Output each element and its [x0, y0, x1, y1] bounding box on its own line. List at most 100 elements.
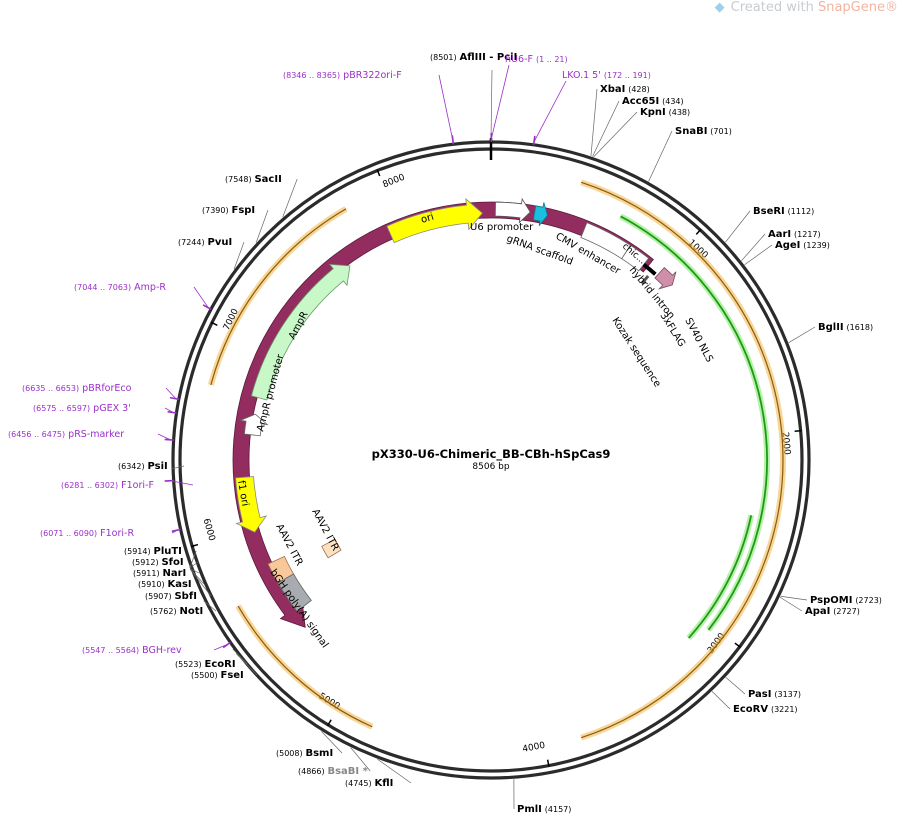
site-name: KasI — [167, 579, 191, 590]
primer-range: (6635 .. 6653) — [22, 384, 79, 393]
site-label-nari: (5911) NarI — [133, 568, 186, 579]
site-position: (434) — [662, 97, 684, 106]
site-position: (6342) — [118, 462, 145, 471]
site-label-sfoi: (5912) SfoI — [132, 557, 184, 568]
site-name: PasI — [748, 689, 771, 700]
site-label-pluti: (5914) PluTI — [124, 546, 182, 557]
site-position: (5523) — [175, 660, 202, 669]
site-label-bsabi: (4866) BsaBI * — [298, 766, 369, 777]
site-name: PsiI — [147, 461, 167, 472]
site-position: (7548) — [225, 175, 252, 184]
site-leader — [725, 210, 751, 243]
site-leader — [593, 111, 638, 158]
primer-mark — [164, 438, 174, 441]
site-label-snabi: SnaBI (701) — [675, 126, 732, 137]
primer-label-9: (5547 .. 5564) BGH-rev — [82, 645, 182, 656]
u6-promoter-feature — [494, 197, 531, 224]
primer-label-5: (6575 .. 6597) pGEX 3' — [33, 403, 131, 414]
watermark-suffix: ® — [885, 0, 898, 15]
site-label-fsei: (5500) FseI — [191, 670, 244, 681]
tick-mark-8000 — [376, 169, 381, 177]
site-position: (2723) — [855, 596, 882, 605]
site-position: (3137) — [774, 690, 801, 699]
tick-mark-5000 — [326, 719, 332, 727]
site-leader — [321, 731, 343, 754]
site-position: (3221) — [771, 705, 798, 714]
site-label-bsmi: (5008) BsmI — [276, 748, 333, 759]
site-name: EcoRI — [204, 659, 235, 670]
primer-name: pBR322ori-F — [343, 70, 402, 81]
site-name: FspI — [231, 205, 255, 216]
site-position: (4866) — [298, 767, 325, 776]
site-position: (2727) — [833, 607, 860, 616]
site-name: BsaBI — [327, 766, 359, 777]
site-label-sbfi: (5907) SbfI — [145, 591, 197, 602]
site-label-kfli: (4745) KflI — [345, 778, 393, 789]
site-position: (5914) — [124, 547, 151, 556]
site-label-noti: (5762) NotI — [150, 606, 203, 617]
site-position: (5762) — [150, 607, 177, 616]
site-position: (8501) — [430, 53, 457, 62]
site-position: (1618) — [847, 323, 874, 332]
site-label-sacii: (7548) SacII — [225, 174, 282, 185]
orf-arc-bottom2 — [237, 605, 297, 678]
site-leader — [490, 69, 493, 141]
primer-label-2: (8346 .. 8365) pBR322ori-F — [283, 70, 402, 81]
primer-leader — [490, 64, 510, 140]
site-position: (5912) — [132, 558, 159, 567]
primer-name: Amp-R — [134, 282, 166, 293]
primer-name: LKO.1 5' — [562, 70, 601, 81]
site-leader — [350, 747, 371, 772]
primer-range: (172 .. 191) — [604, 71, 651, 80]
site-position: (428) — [628, 85, 650, 94]
site-name: NotI — [179, 606, 203, 617]
site-extra: * — [359, 766, 368, 777]
primer-name: pBRforEco — [82, 383, 131, 394]
primer-name: hU6-F — [505, 54, 533, 65]
site-position: (5910) — [138, 580, 165, 589]
site-label-acc65i: Acc65I (434) — [622, 96, 684, 107]
site-leader — [203, 600, 217, 612]
watermark-prefix: Created with — [730, 0, 814, 15]
primer-mark — [169, 396, 179, 401]
site-position: (5008) — [276, 749, 303, 758]
site-leader — [590, 88, 598, 157]
primer-mark — [202, 304, 212, 310]
site-position: (5500) — [191, 671, 218, 680]
site-label-pspomi: PspOMI (2723) — [810, 595, 882, 606]
site-leader — [190, 569, 212, 597]
ampr-feature — [250, 263, 351, 401]
primer-leader — [438, 74, 454, 142]
site-name: PspOMI — [810, 595, 852, 606]
tick-mark-4000 — [546, 759, 550, 767]
primer-range: (1 .. 21) — [536, 55, 568, 64]
site-name: KpnI — [640, 107, 666, 118]
site-label-psii: (6342) PsiI — [118, 461, 168, 472]
site-leader — [648, 130, 673, 182]
sv40-nls-label: SV40 NLS — [682, 316, 714, 364]
site-name: AflIII — [459, 52, 485, 63]
primer-range: (6281 .. 6302) — [61, 481, 118, 490]
tick-label-8000: 8000 — [381, 173, 406, 191]
site-leader — [235, 653, 258, 676]
site-position: (1239) — [803, 241, 830, 250]
site-name: EcoRV — [733, 704, 768, 715]
kozak-sequence-label: Kozak sequence — [609, 316, 662, 390]
primer-range: (8346 .. 8365) — [283, 71, 340, 80]
primer-name: pRS-marker — [68, 429, 124, 440]
site-label-bglii: BglII (1618) — [818, 322, 873, 333]
tick-label-4000: 4000 — [522, 741, 547, 755]
site-position: (1217) — [794, 230, 821, 239]
primer-leader — [170, 480, 194, 486]
site-leader — [744, 244, 773, 266]
primer-label-3: (7044 .. 7063) Amp-R — [74, 282, 166, 293]
site-leader — [233, 241, 245, 270]
site-label-xbai: XbaI (428) — [600, 84, 650, 95]
primer-name: BGH-rev — [142, 645, 182, 656]
u6-promoter-label: U6 promoter — [470, 222, 534, 233]
site-leader — [189, 561, 199, 569]
site-position: (4745) — [345, 779, 372, 788]
primer-label-4: (6635 .. 6653) pBRforEco — [22, 383, 132, 394]
site-name: PluTI — [153, 546, 181, 557]
site-leader — [232, 648, 248, 665]
